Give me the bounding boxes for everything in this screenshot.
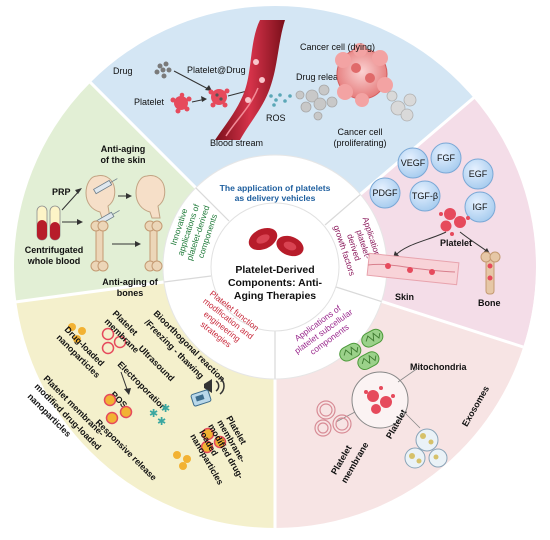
membrane-coated-nanoparticle-icon bbox=[200, 427, 227, 454]
ultrasound-icon bbox=[204, 377, 225, 395]
nanoparticle-icon bbox=[68, 323, 86, 343]
platelet-circle bbox=[351, 371, 409, 429]
svg-text:✱: ✱ bbox=[157, 415, 166, 428]
label-tgf-beta: TGF-β bbox=[412, 191, 438, 201]
red-blood-cell-icon bbox=[248, 227, 304, 257]
inner-ring bbox=[162, 154, 388, 380]
center-title-line-3: Aging Therapies bbox=[234, 290, 316, 302]
label-mitochondria: Mitochondria bbox=[410, 362, 467, 372]
center-title-line-1: Platelet-Derived bbox=[235, 264, 314, 276]
label-pdgf: PDGF bbox=[372, 188, 398, 198]
blood-vessel-icon bbox=[215, 20, 285, 140]
label-cancer-dying: Cancer cell (dying) bbox=[300, 42, 375, 52]
bone-icon bbox=[480, 251, 501, 295]
label-anti-aging-bones-2: bones bbox=[117, 288, 144, 298]
growth-factor-bubble-icon bbox=[369, 142, 496, 223]
released-drug-icon bbox=[269, 93, 292, 107]
label-anti-aging-bones-1: Anti-aging of bbox=[102, 277, 158, 287]
center-title-line-2: Components: Anti- bbox=[228, 277, 323, 289]
label-anti-aging-skin-2: of the skin bbox=[100, 155, 145, 165]
label-skin-growth: Skin bbox=[395, 292, 414, 302]
membrane-vesicle-icon bbox=[101, 327, 127, 355]
dying-cancer-cell-icon bbox=[295, 84, 338, 121]
mitochondria-icon bbox=[339, 328, 384, 371]
label-vegf: VEGF bbox=[401, 158, 426, 168]
svg-text:✱: ✱ bbox=[161, 402, 170, 415]
bone-icon bbox=[90, 220, 163, 272]
label-fgf: FGF bbox=[437, 153, 455, 163]
label-bone-growth: Bone bbox=[478, 298, 501, 308]
ros-icon: ✱ ✱ ✱ bbox=[149, 402, 170, 428]
label-ros-delivery: ROS bbox=[266, 113, 286, 123]
membrane-coated-nanoparticle-icon bbox=[103, 393, 133, 425]
label-centrifugated-1: Centrifugated bbox=[25, 245, 84, 255]
blood-tube-icon bbox=[36, 205, 61, 241]
nanoparticle-icon bbox=[173, 451, 191, 470]
label-cancer-proliferating-1: Cancer cell bbox=[337, 127, 382, 137]
label-prp: PRP bbox=[52, 187, 71, 197]
label-centrifugated-2: whole blood bbox=[27, 256, 81, 266]
electroporation-icon bbox=[190, 389, 212, 407]
label-platelet-delivery: Platelet bbox=[134, 97, 165, 107]
membrane-vesicle-icon bbox=[314, 400, 352, 437]
platelet-icon bbox=[364, 386, 395, 414]
label-egf: EGF bbox=[469, 169, 488, 179]
inner-delivery-line-2: as delivery vehicles bbox=[235, 193, 316, 203]
label-drug-release: Drug release bbox=[296, 72, 348, 82]
growth-factors-panel: VEGF FGF EGF PDGF TGF-β IGF Platelet Ski… bbox=[366, 142, 501, 308]
delivery-panel: Drug Platelet Platelet@Drug D bbox=[113, 20, 417, 148]
proliferating-cancer-cell-icon bbox=[386, 90, 417, 122]
label-anti-aging-skin-1: Anti-aging bbox=[101, 144, 146, 154]
platelet-icon bbox=[170, 92, 192, 114]
label-blood-stream: Blood stream bbox=[210, 138, 263, 148]
inner-label-delivery: The application of platelets as delivery… bbox=[220, 183, 331, 203]
anti-aging-panel: Anti-aging of the skin PRP bbox=[25, 144, 166, 298]
svg-text:✱: ✱ bbox=[149, 407, 158, 420]
cancer-cell-icon bbox=[335, 43, 393, 107]
inner-delivery-line-1: The application of platelets bbox=[220, 183, 331, 193]
label-cancer-proliferating-2: (proliferating) bbox=[333, 138, 386, 148]
label-platelet-growth: Platelet bbox=[440, 238, 472, 248]
drug-icon bbox=[154, 61, 172, 79]
center-hub: Platelet-Derived Components: Anti- Aging… bbox=[228, 227, 323, 302]
exosome-icon bbox=[404, 428, 448, 469]
platelet-drug-icon bbox=[208, 88, 230, 108]
label-igf: IGF bbox=[473, 202, 489, 212]
platelet-icon bbox=[439, 208, 470, 236]
label-platelet-drug: Platelet@Drug bbox=[187, 65, 246, 75]
label-drug: Drug bbox=[113, 66, 133, 76]
skin-tissue-icon bbox=[366, 252, 460, 286]
